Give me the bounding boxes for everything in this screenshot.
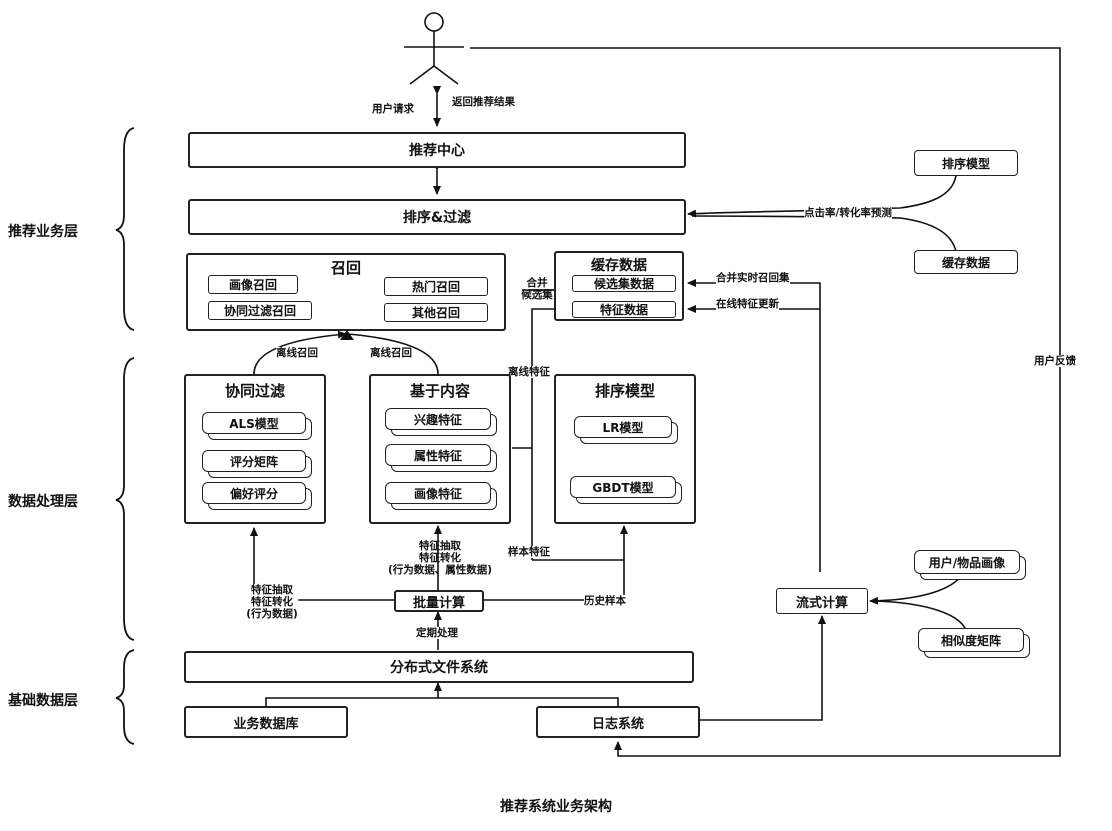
cf-panel: 协同过滤 ALS模型 评分矩阵 偏好评分 — [184, 374, 326, 524]
content-title: 基于内容 — [409, 382, 470, 400]
distributed-file-system: 分布式文件系统 — [184, 651, 694, 683]
similarity-matrix: 相似度矩阵 — [918, 628, 1030, 658]
cache-panel: 缓存数据 候选集数据 特征数据 — [554, 251, 684, 321]
content-attribute-features: 属性特征 — [385, 444, 497, 472]
recommend-center: 推荐中心 — [188, 132, 686, 168]
log-system: 日志系统 — [536, 706, 700, 738]
cache-title: 缓存数据 — [591, 258, 647, 274]
edge-label-return-results: 返回推荐结果 — [452, 96, 515, 108]
ranking-gbdt-model: GBDT模型 — [570, 476, 682, 504]
edge-label-online-feature-update: 在线特征更新 — [716, 298, 779, 310]
ranking-panel: 排序模型 LR模型 GBDT模型 — [554, 374, 696, 524]
content-profile-features: 画像特征 — [385, 482, 497, 510]
recall-title: 召回 — [330, 259, 361, 277]
recall-other: 其他召回 — [384, 303, 488, 322]
edge-label-offline-recall-2: 离线召回 — [370, 347, 412, 359]
recall-hot: 热门召回 — [384, 277, 488, 296]
recall-cf: 协同过滤召回 — [208, 301, 312, 320]
ranking-lr-model: LR模型 — [574, 416, 678, 444]
cache-candidates: 候选集数据 — [572, 275, 676, 292]
business-database: 业务数据库 — [184, 706, 348, 738]
edge-label-user-request: 用户请求 — [372, 103, 414, 115]
sort-filter: 排序&过滤 — [188, 199, 686, 235]
edge-label-feature-extract-left: 特征抽取 特征转化 (行为数据) — [246, 584, 298, 620]
edge-label-offline-recall-1: 离线召回 — [276, 347, 318, 359]
edge-label-merge-realtime: 合并实时召回集 — [716, 272, 790, 284]
layer-braces — [115, 127, 135, 745]
cf-title: 协同过滤 — [224, 382, 285, 400]
recall-panel: 召回 画像召回 热门召回 协同过滤召回 其他召回 — [186, 253, 506, 331]
cf-preference-score: 偏好评分 — [202, 482, 312, 510]
content-panel: 基于内容 兴趣特征 属性特征 画像特征 — [369, 374, 511, 524]
right-sort-model: 排序模型 — [914, 150, 1018, 176]
edge-label-offline-features: 离线特征 — [508, 366, 550, 378]
cache-features: 特征数据 — [572, 301, 676, 318]
recall-profile: 画像召回 — [208, 275, 298, 294]
layer-label-business: 推荐业务层 — [8, 224, 78, 240]
layer-label-data-processing: 数据处理层 — [8, 494, 78, 510]
content-interest-features: 兴趣特征 — [385, 408, 497, 436]
edge-label-merge-candidates: 合并 候选集 — [521, 277, 553, 301]
layer-label-base-data: 基础数据层 — [8, 693, 78, 709]
ranking-title: 排序模型 — [594, 382, 655, 400]
batch-compute: 批量计算 — [394, 590, 484, 612]
edge-label-sample-features: 样本特征 — [508, 546, 550, 558]
user-item-profile: 用户/物品画像 — [914, 550, 1026, 580]
user-figure — [404, 12, 464, 85]
right-cache-data: 缓存数据 — [914, 250, 1018, 274]
diagram-caption: 推荐系统业务架构 — [500, 799, 612, 815]
edge-label-feature-extract-center: 特征抽取 特征转化 (行为数据、属性数据) — [387, 540, 493, 576]
edge-label-periodic: 定期处理 — [416, 627, 458, 639]
stream-compute: 流式计算 — [776, 588, 868, 614]
edge-label-history-samples: 历史样本 — [584, 595, 626, 607]
edge-label-user-feedback: 用户反馈 — [1034, 355, 1076, 367]
cf-als-model: ALS模型 — [202, 412, 312, 440]
cf-rating-matrix: 评分矩阵 — [202, 450, 312, 478]
edge-label-ctr-prediction: 点击率/转化率预测 — [804, 207, 892, 219]
